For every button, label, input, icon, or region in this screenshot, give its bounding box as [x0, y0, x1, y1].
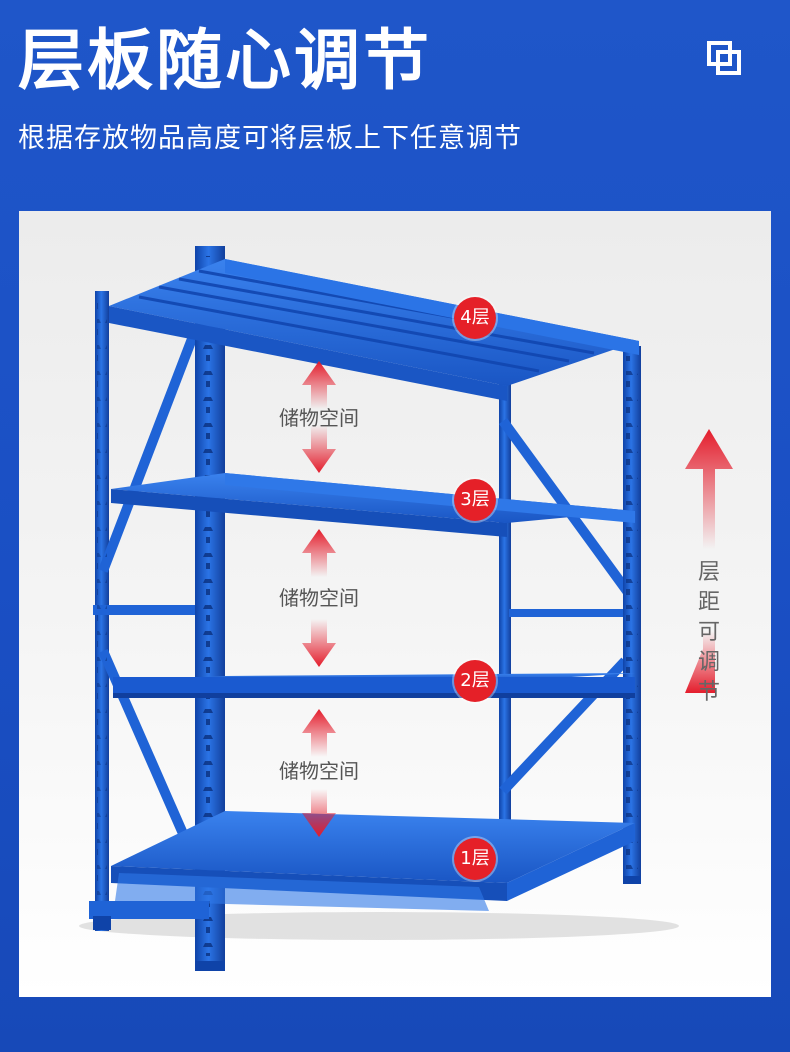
shelf-deck-3	[111, 473, 635, 537]
double-arrow-icon	[302, 361, 336, 473]
adjust-char: 层	[697, 560, 720, 585]
shelf-post-back-right	[499, 361, 511, 831]
page-subtitle: 根据存放物品高度可将层板上下任意调节	[18, 123, 522, 154]
adjustable-spacing-label: 层 距 可 调 节	[689, 558, 729, 708]
double-arrow-icon	[302, 709, 336, 837]
double-arrow-icon	[302, 529, 336, 667]
overlap-squares-icon	[707, 41, 741, 75]
layer-badge-4: 4层	[454, 297, 496, 339]
shelf-deck-4	[109, 259, 639, 401]
adjust-char: 调	[697, 650, 720, 675]
storage-space-label: 储物空间	[279, 586, 359, 610]
adjust-char: 节	[697, 680, 720, 705]
adjust-char: 可	[697, 620, 720, 645]
layer-badge-3: 3层	[454, 479, 496, 521]
layer-badge-1: 1层	[454, 838, 496, 880]
shelf-deck-1	[111, 811, 635, 911]
storage-space-label: 储物空间	[279, 406, 359, 430]
layer-badge-2: 2层	[454, 660, 496, 702]
page-title: 层板随心调节	[18, 22, 432, 99]
adjust-char: 距	[697, 590, 720, 615]
storage-space-label: 储物空间	[279, 759, 359, 783]
product-photo-panel: 4层 3层 2层 1层 储物空间 储物空间 储物空间	[19, 211, 771, 997]
shelf-deck-2	[113, 673, 635, 698]
shelf-illustration	[79, 246, 733, 971]
vertical-adjust-arrow-icon	[685, 429, 733, 693]
